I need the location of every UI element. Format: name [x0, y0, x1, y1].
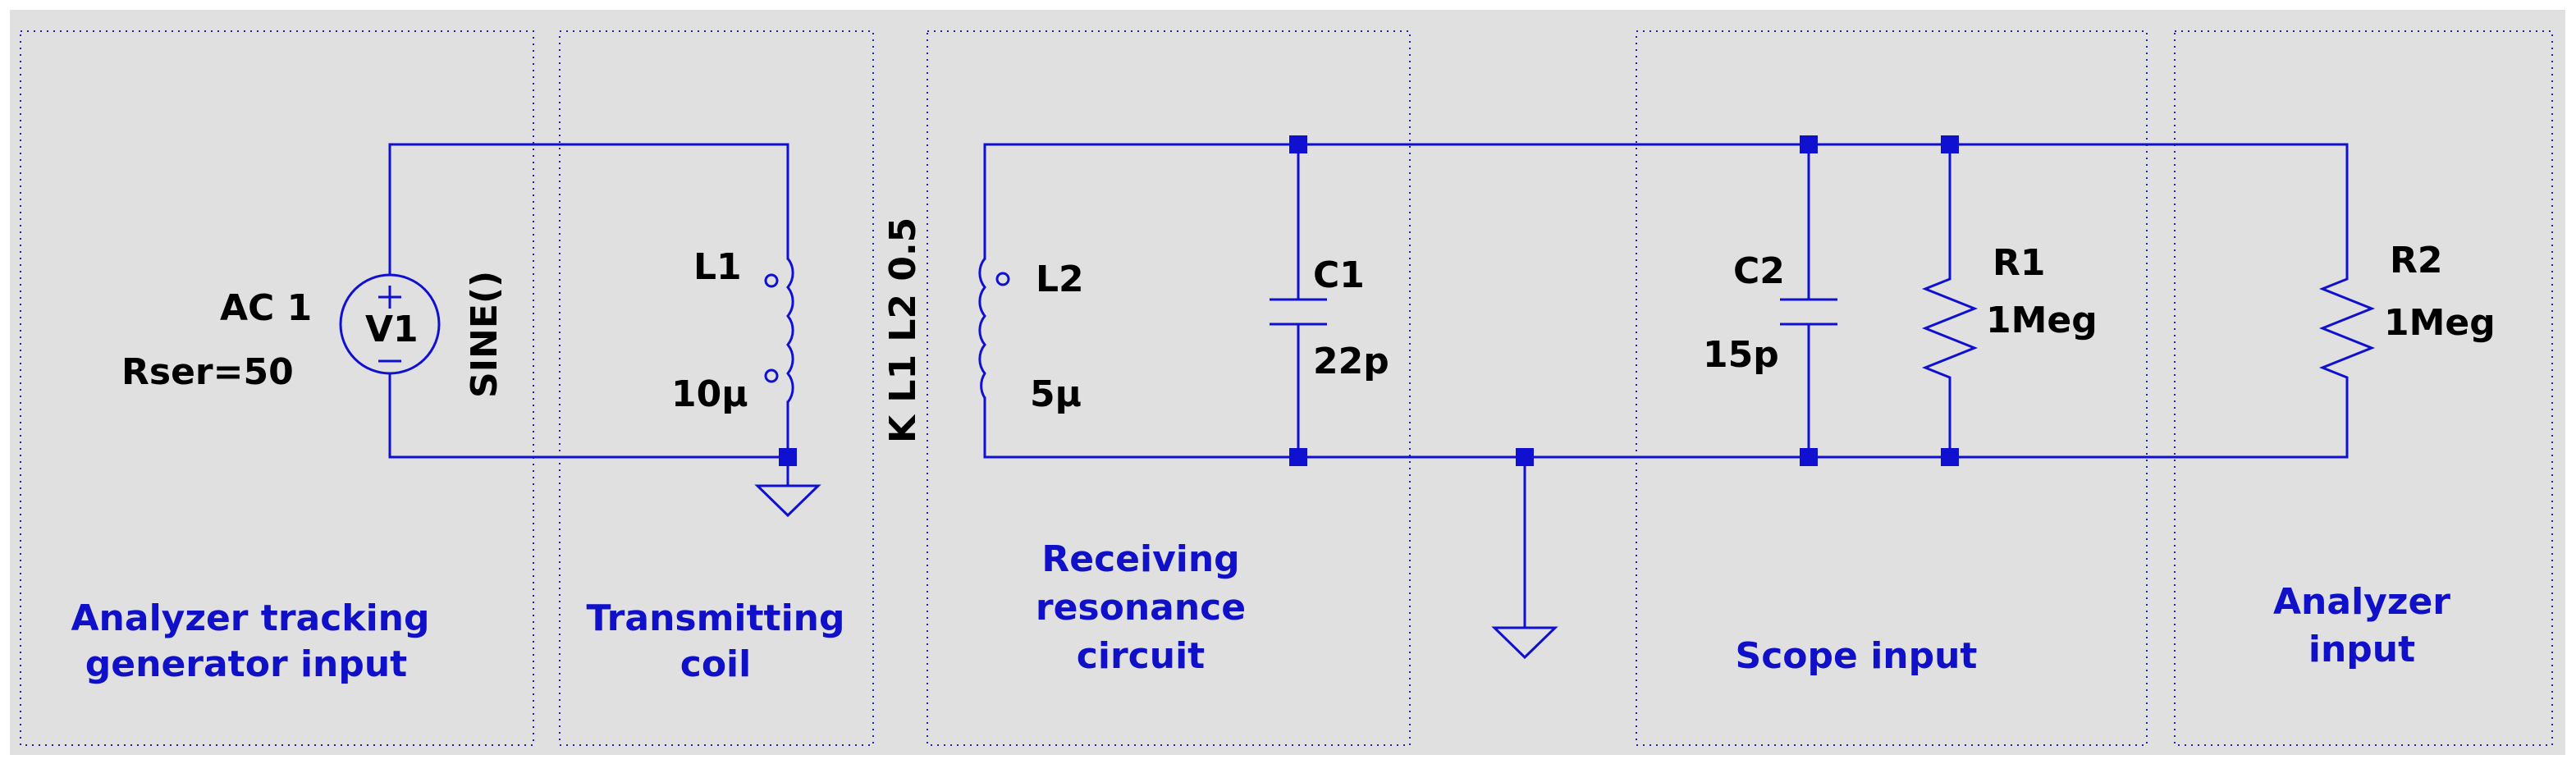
junction-dots: [1289, 135, 1959, 466]
l2-value: 5µ: [1030, 373, 1082, 415]
r1-value: 1Meg: [1986, 300, 2098, 341]
v1-rser-label: Rser=50: [121, 351, 294, 393]
note-tx-line1: Transmitting: [587, 597, 845, 639]
note-generator-line1: Analyzer tracking: [71, 597, 430, 639]
note-generator-line2: generator input: [85, 643, 407, 685]
l1-value: 10µ: [671, 373, 748, 415]
note-analyzer-line1: Analyzer: [2273, 581, 2450, 623]
ground-symbol-tx: [754, 468, 821, 518]
note-rx-line3: circuit: [1077, 635, 1205, 677]
note-rx-line2: resonance: [1036, 587, 1246, 629]
note-rx-line1: Receiving: [1041, 538, 1239, 580]
l2-name: L2: [1036, 258, 1084, 300]
resistor-r1[interactable]: [1921, 271, 1979, 390]
v1-name: V1: [365, 309, 419, 350]
note-tx-line2: coil: [680, 643, 751, 685]
c1-name: C1: [1313, 254, 1365, 296]
inductor-l2[interactable]: [978, 258, 1010, 399]
inductor-l1[interactable]: [764, 258, 794, 403]
region-rx-circuit: [927, 30, 1411, 746]
voltage-source-v1[interactable]: [339, 273, 441, 375]
r2-value: 1Meg: [2384, 302, 2496, 344]
l1-name: L1: [693, 246, 742, 288]
tx-loop-wires: [388, 143, 789, 471]
region-scope-input: [1636, 30, 2148, 746]
v1-value-label: SINE(): [464, 271, 506, 398]
junction-tx-ground: [779, 448, 797, 466]
c2-value: 15p: [1703, 334, 1779, 376]
region-generator: [20, 30, 534, 746]
rx-network-wires: [983, 143, 2349, 629]
c1-value: 22p: [1313, 341, 1389, 382]
ground-symbol-rx: [1491, 626, 1558, 660]
capacitor-c2[interactable]: [1780, 298, 1837, 326]
resistor-r2[interactable]: [2318, 271, 2376, 390]
note-analyzer-line2: input: [2308, 629, 2415, 670]
coupling-directive: K L1 L2 0.5: [882, 217, 924, 443]
schematic-background: [10, 10, 2565, 755]
note-scope: Scope input: [1736, 635, 1978, 677]
capacitor-c1[interactable]: [1270, 298, 1327, 326]
r1-name: R1: [1993, 242, 2046, 284]
v1-ac-label: AC 1: [220, 287, 312, 329]
r2-name: R2: [2390, 240, 2443, 281]
c2-name: C2: [1733, 250, 1785, 292]
region-tx-coil: [559, 30, 874, 746]
region-analyzer-input: [2174, 30, 2553, 746]
